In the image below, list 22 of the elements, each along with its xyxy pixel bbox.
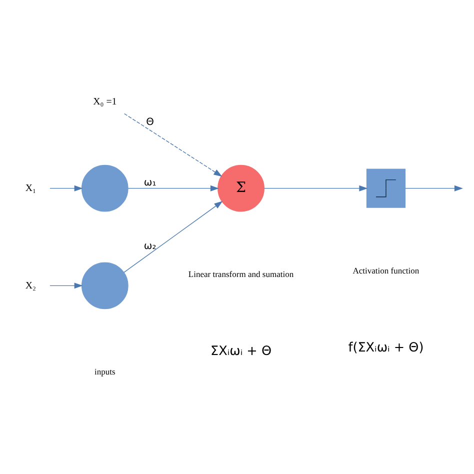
arrow [128, 185, 219, 192]
label: inputs [94, 366, 116, 377]
arrow [50, 282, 83, 289]
node-text: X₀ =1 [93, 96, 117, 108]
label: Activation function [352, 266, 420, 276]
node-circle [81, 262, 128, 310]
node-circle: Σ [218, 164, 264, 212]
node-text: X₂ [25, 280, 36, 292]
edge-label: ω₁ [144, 178, 156, 189]
label: Linear transform and sumation [188, 269, 294, 280]
label: ΣXᵢωᵢ + Θ [210, 344, 272, 359]
arrow [50, 185, 83, 192]
arrow [264, 185, 368, 192]
edge-label: Θ [146, 117, 154, 128]
arrow [404, 185, 463, 192]
label: f(ΣXᵢωᵢ + Θ) [348, 340, 424, 356]
arrow [124, 201, 223, 273]
node-text: X₁ [25, 182, 36, 194]
edge-label: ω₂ [144, 240, 156, 252]
arrow [124, 113, 222, 177]
node-box [366, 168, 406, 208]
node-circle [81, 164, 128, 212]
